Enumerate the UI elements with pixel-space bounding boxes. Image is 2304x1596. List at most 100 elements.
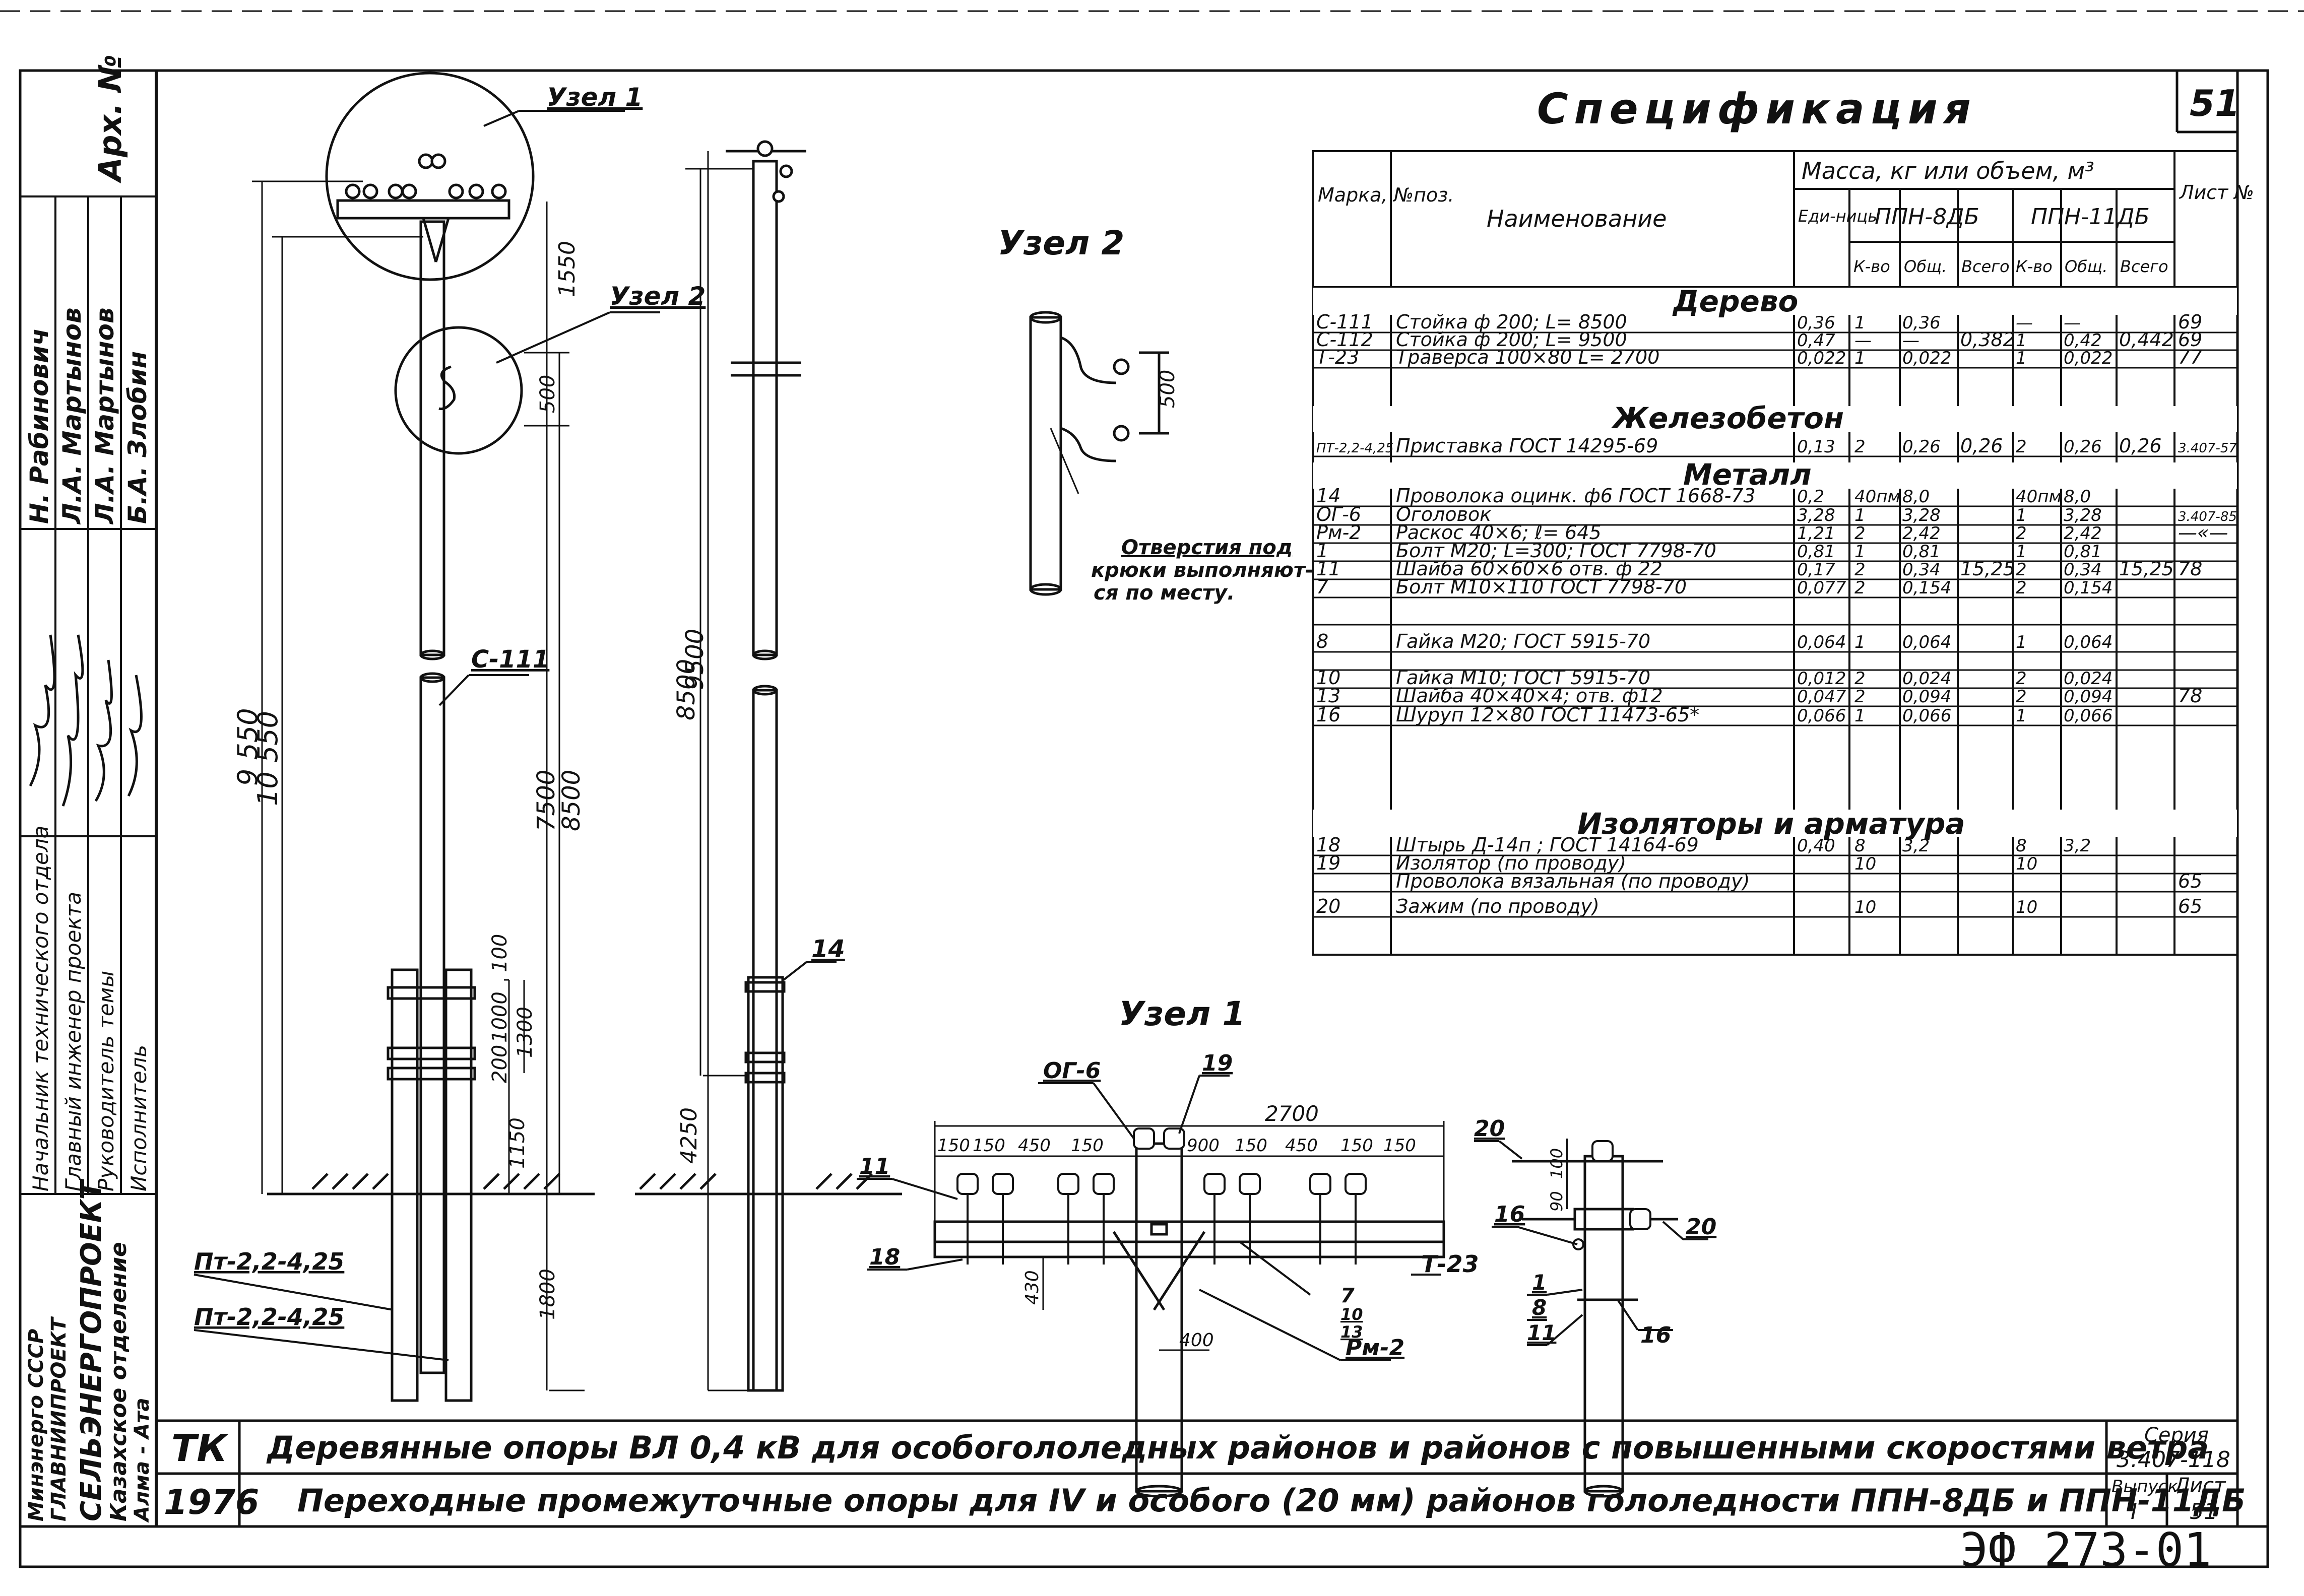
svg-text:10 550: 10 550 (252, 711, 284, 806)
spec-cell-q2: 1 (2016, 505, 2027, 525)
svg-text:Рм-2: Рм-2 (1346, 1335, 1404, 1361)
spec-cell-u: 0,022 (1797, 348, 1846, 368)
svg-text:Еди-ницы: Еди-ницы (1798, 207, 1880, 226)
svg-text:Общ.: Общ. (1904, 257, 1947, 276)
spec-cell-t1: 3,28 (1902, 505, 1941, 525)
spec-cell-mark: 13 (1316, 685, 1340, 707)
spec-cell-u: 0,13 (1797, 437, 1835, 457)
spec-cell-t2: 0,42 (2064, 330, 2102, 351)
spec-cell-t1: 2,42 (1902, 523, 1941, 544)
spec-cell-q2: 2 (2016, 560, 2027, 580)
svg-text:Исполнитель: Исполнитель (126, 1045, 151, 1191)
archive-stamp: ЭФ 273-01 (1960, 1523, 2212, 1577)
svg-text:150: 150 (1071, 1136, 1104, 1156)
spec-cell-t2: 0,81 (2064, 542, 2102, 562)
stub-mark-1: Пт-2,2-4,25 (194, 1248, 344, 1275)
middle-labels: 8500 9500 4250 14 (672, 629, 845, 1164)
node1-title: Узел 1 (1119, 994, 1245, 1033)
spec-cell-t1: 0,064 (1902, 632, 1951, 652)
svg-text:150: 150 (973, 1136, 1005, 1156)
spec-cell-mark: 18 (1316, 834, 1340, 856)
svg-text:150: 150 (1340, 1136, 1373, 1156)
stub-mark-2: Пт-2,2-4,25 (194, 1303, 344, 1331)
spec-cell-name: Траверса 100×80 L= 2700 (1396, 346, 1659, 368)
signature-roles: Начальник технического отдела Главный ин… (28, 826, 151, 1191)
spec-cell-t2: 0,154 (2064, 578, 2113, 598)
title-line-1: Деревянные опоры ВЛ 0,4 кВ для особоголо… (266, 1429, 2209, 1466)
sheet-label: Лист (2173, 1474, 2226, 1497)
spec-cell-name: Проволока оцинк. ф6 ГОСТ 1668-73 (1396, 485, 1756, 507)
spec-row-lines (1313, 331, 2237, 918)
spec-cell-t2: 2,42 (2064, 523, 2102, 544)
spec-title: Спецификация (1537, 84, 1977, 134)
spec-cell-q2: 8 (2016, 836, 2027, 856)
svg-text:Алма - Ата: Алма - Ата (131, 1398, 154, 1523)
svg-text:18: 18 (869, 1244, 900, 1270)
svg-text:СЕЛЬЭНЕРГОПРОЕКТ: СЕЛЬЭНЕРГОПРОЕКТ (75, 1178, 108, 1521)
svg-text:ППН-8ДБ: ППН-8ДБ (1875, 204, 1979, 230)
signature-names: Н. Рабинович Л.А. Мартынов Л.А. Мартынов… (25, 307, 152, 525)
title-year: 1976 (164, 1483, 259, 1522)
svg-text:1150: 1150 (506, 1117, 529, 1169)
left-leaders (194, 110, 660, 1361)
spec-cell-a2: 15,25 (2119, 558, 2174, 580)
svg-text:Н. Рабинович: Н. Рабинович (25, 328, 54, 524)
spec-cell-q1: 2 (1854, 437, 1866, 457)
svg-text:К-во: К-во (1853, 257, 1890, 276)
side-view-leaders (1474, 1139, 1708, 1346)
series-label: Серия (2144, 1424, 2209, 1447)
spec-cell-t1: 0,024 (1902, 669, 1951, 689)
spec-cell-name: Стойка ф 200; L= 9500 (1396, 328, 1627, 351)
spec-cell-u: 0,2 (1797, 487, 1824, 507)
spec-cell-q1: 2 (1854, 669, 1866, 689)
spec-cell-q1: 1 (1854, 313, 1866, 333)
svg-text:8: 8 (1532, 1295, 1547, 1320)
spec-cell-t2: 8,0 (2064, 487, 2091, 507)
svg-text:крюки выполняют-: крюки выполняют- (1091, 559, 1314, 582)
svg-text:К-во: К-во (2016, 257, 2053, 276)
spec-cell-t2: 3,2 (2064, 836, 2091, 856)
spec-cell-mark: 10 (1316, 667, 1340, 689)
svg-text:90: 90 (1547, 1191, 1566, 1212)
section-wood: Дерево (1672, 284, 1798, 318)
sheet-frame (0, 10, 2304, 1568)
svg-text:9500: 9500 (681, 629, 709, 690)
spec-cell-mark: Рм-2 (1316, 521, 1361, 544)
spec-cell-mark: С-111 (1316, 311, 1373, 333)
spec-cell-mark: 7 (1316, 576, 1328, 598)
spec-cell-u: 0,40 (1797, 836, 1835, 856)
svg-text:Л.А. Мартынов: Л.А. Мартынов (90, 307, 119, 525)
spec-cell-u: 0,064 (1797, 632, 1846, 652)
svg-text:16: 16 (1640, 1322, 1671, 1348)
spec-cell-t2: 3,28 (2064, 505, 2102, 525)
spec-cell-q1: 40пм (1854, 487, 1900, 507)
spec-cell-q2: 1 (2016, 542, 2027, 562)
left-ground (267, 1173, 595, 1195)
spec-cell-q2: 1 (2016, 348, 2027, 368)
svg-text:Всего: Всего (2120, 257, 2168, 276)
spec-cell-t1: 0,26 (1902, 437, 1941, 457)
spec-cell-mark: С-112 (1316, 328, 1373, 351)
middle-pole-drawing (726, 150, 806, 1392)
spec-cell-q1: 10 (1854, 854, 1876, 874)
svg-text:1550: 1550 (554, 241, 580, 297)
archive-label: Арх. № (92, 54, 129, 184)
svg-text:13: 13 (1340, 1322, 1363, 1342)
spec-cell-t1: 0,34 (1902, 560, 1941, 580)
svg-text:1300: 1300 (514, 1007, 537, 1058)
wire-mark: 14 (811, 935, 845, 963)
spec-cell-name: Проволока вязальная (по проводу) (1396, 870, 1750, 892)
spec-cell-q2: 2 (2016, 669, 2027, 689)
spec-cell-name: Болт М20; L=300; ГОСТ 7798-70 (1396, 540, 1716, 562)
spec-cell-sh: —«— (2178, 521, 2228, 544)
spec-cell-q1: 8 (1854, 836, 1866, 856)
